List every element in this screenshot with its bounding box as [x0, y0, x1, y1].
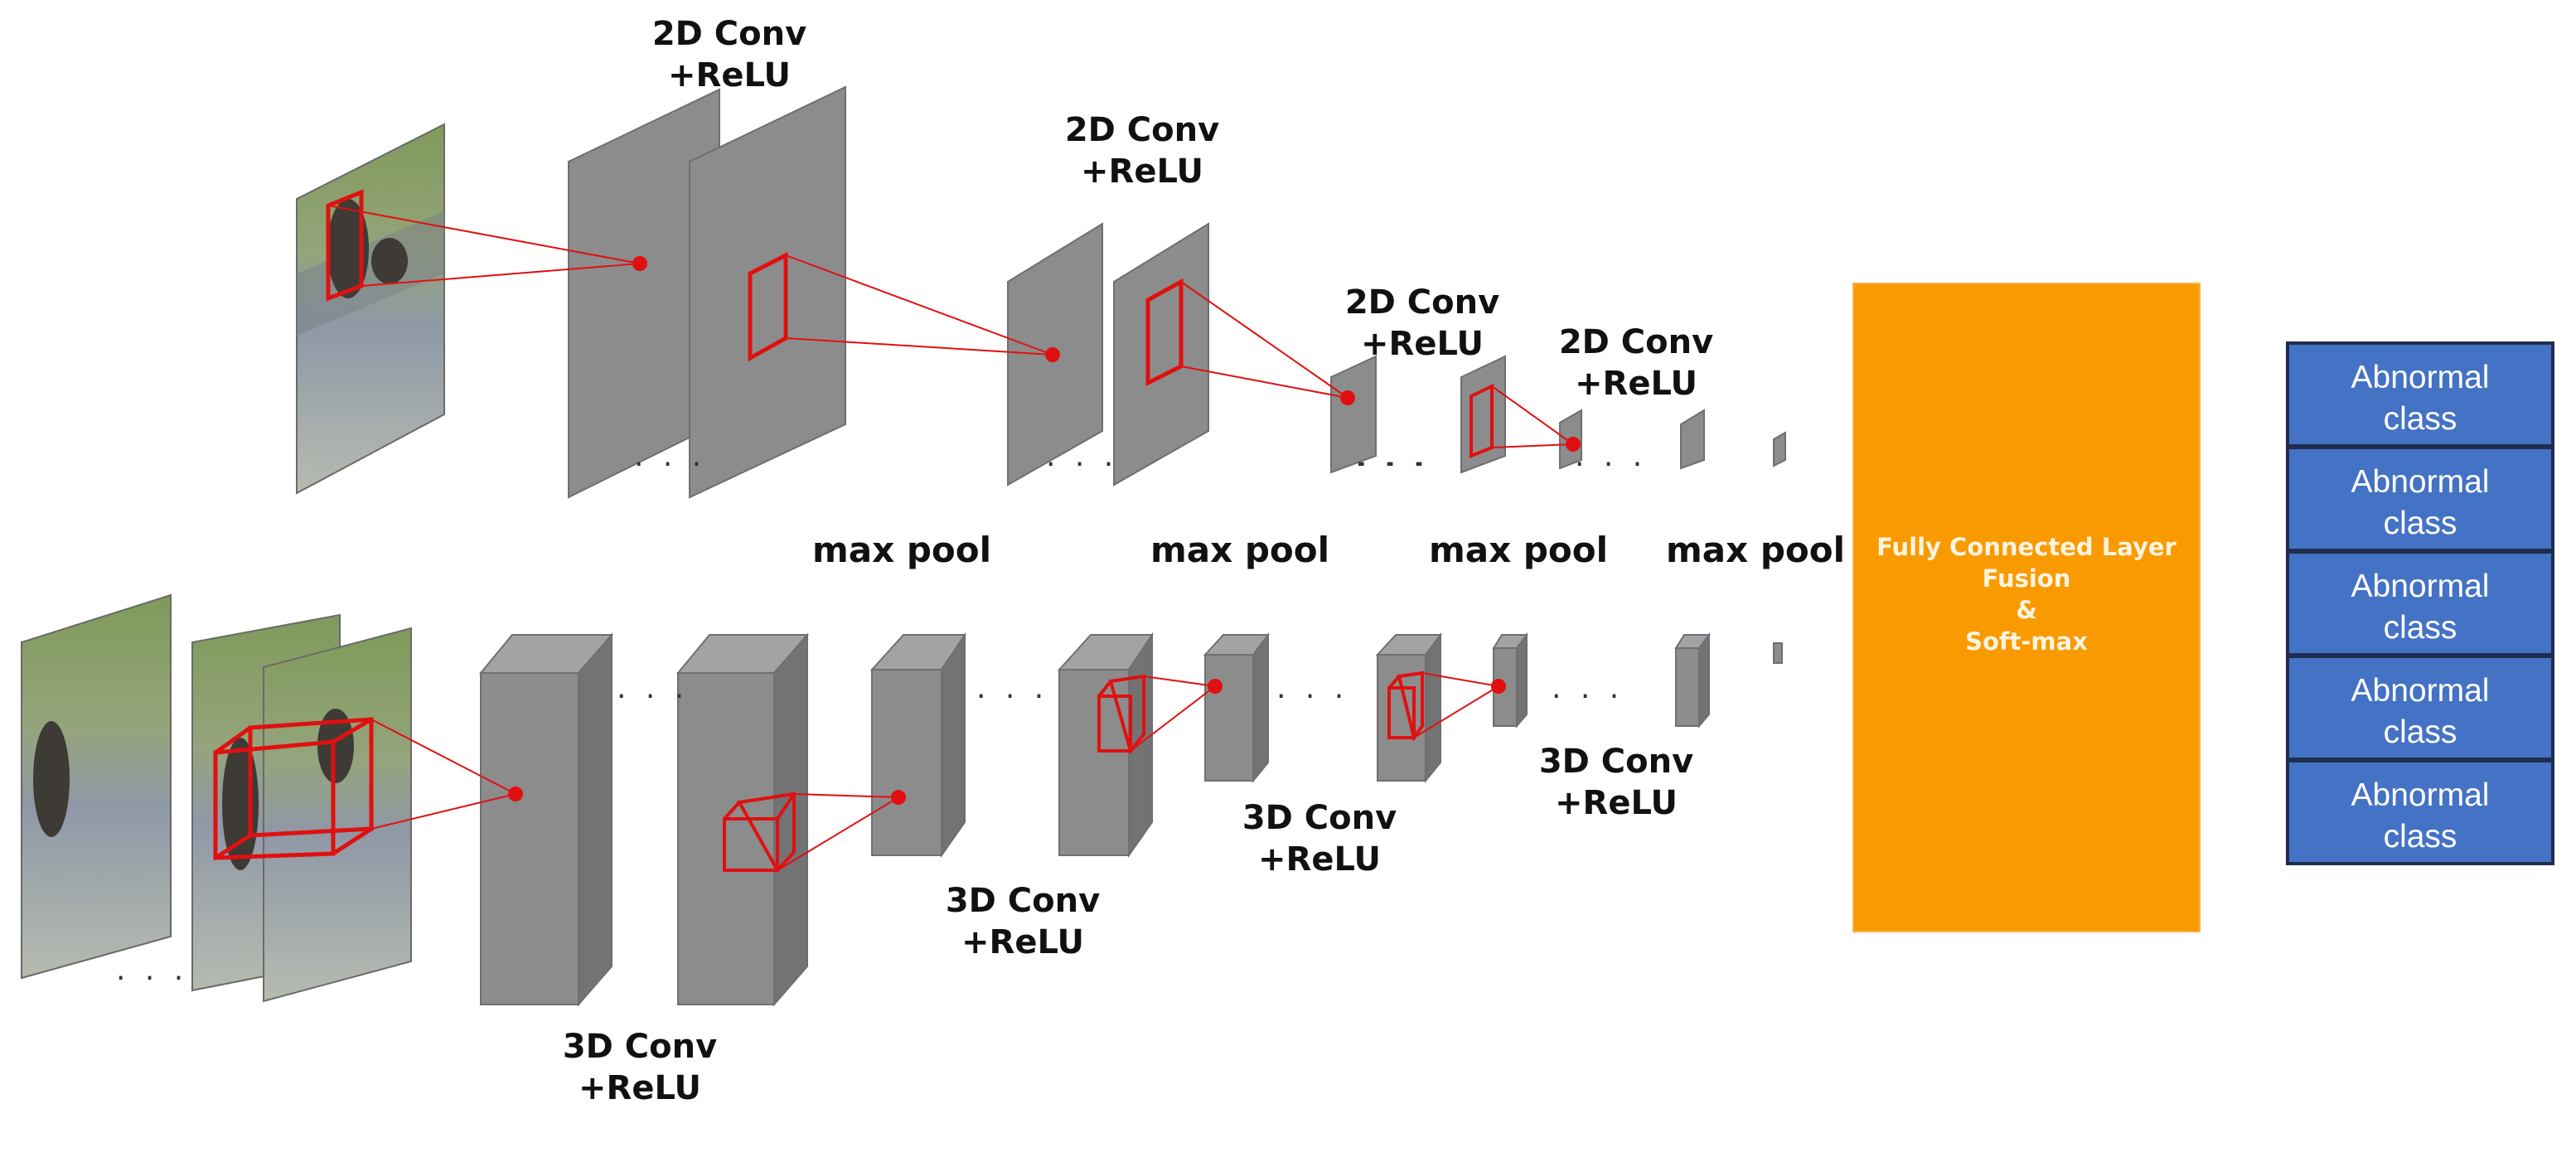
feature-maps-2d-stage3 — [1330, 355, 1506, 474]
svg-text:Abnormal: Abnormal — [2351, 673, 2490, 709]
ellipsis-top-2: · · · — [1046, 448, 1118, 482]
label-3d-conv-1: 3D Conv +ReLU — [563, 1028, 717, 1107]
svg-text:class: class — [2384, 506, 2457, 541]
svg-text:class: class — [2384, 401, 2457, 437]
label-3d-conv-4: 3D Conv +ReLU — [1539, 743, 1693, 822]
svg-text:Abnormal: Abnormal — [2351, 777, 2490, 813]
class-box: Abnormal class — [2286, 759, 2554, 865]
label-2d-conv-4: 2D Conv +ReLU — [1559, 323, 1713, 403]
svg-text:class: class — [2384, 714, 2457, 750]
input-frames-3d — [21, 593, 412, 1003]
svg-text:class: class — [2384, 819, 2457, 854]
feature-maps-2d-stage1 — [568, 85, 846, 499]
class-box: Abnormal class — [2286, 655, 2554, 761]
class-box: Abnormal class — [2286, 550, 2554, 656]
svg-text:+ReLU: +ReLU — [1258, 840, 1381, 879]
svg-text:Fusion: Fusion — [1983, 564, 2071, 593]
svg-text:+ReLU: +ReLU — [1555, 784, 1678, 822]
svg-text:Soft-max: Soft-max — [1965, 627, 2088, 656]
fully-connected-block: Fully Connected Layer Fusion & Soft-max — [1852, 283, 2201, 932]
label-2d-conv-2: 2D Conv +ReLU — [1065, 111, 1219, 191]
ellipsis-top-3: · · · — [1355, 448, 1427, 482]
projection-points-bottom — [508, 679, 1506, 805]
ellipsis-top-4: · · · — [1358, 448, 1430, 482]
person-silhouette-icon — [327, 199, 408, 298]
svg-text:Fully Connected Layer: Fully Connected Layer — [1876, 533, 2177, 561]
ellipsis-top-1: · · · — [634, 448, 706, 482]
svg-text:3D Conv: 3D Conv — [563, 1028, 717, 1066]
svg-text:class: class — [2384, 610, 2457, 646]
label-max-pool-4: max pool — [1666, 530, 1845, 570]
svg-text:+ReLU: +ReLU — [961, 923, 1084, 961]
label-2d-conv-3: 2D Conv +ReLU — [1345, 283, 1499, 363]
svg-text:&: & — [2016, 596, 2036, 624]
ellipsis-bottom-2: · · · — [976, 680, 1048, 714]
svg-text:3D Conv: 3D Conv — [1539, 743, 1693, 781]
label-max-pool-1: max pool — [812, 530, 991, 570]
svg-text:+ReLU: +ReLU — [668, 56, 791, 94]
svg-text:2D Conv: 2D Conv — [1559, 323, 1713, 361]
ellipsis-top-5: · · · — [1575, 448, 1647, 482]
svg-text:+ReLU: +ReLU — [1081, 152, 1203, 191]
label-2d-conv-1: 2D Conv +ReLU — [652, 15, 806, 94]
svg-text:Abnormal: Abnormal — [2351, 360, 2490, 395]
svg-text:Abnormal: Abnormal — [2351, 569, 2490, 604]
projection-lines-top — [327, 205, 1574, 448]
label-3d-conv-2: 3D Conv +ReLU — [946, 882, 1100, 961]
svg-text:3D Conv: 3D Conv — [946, 882, 1100, 920]
label-max-pool-2: max pool — [1150, 530, 1329, 570]
svg-text:2D Conv: 2D Conv — [1345, 283, 1499, 322]
projection-lines-bottom — [370, 672, 1499, 871]
label-3d-conv-3: 3D Conv +ReLU — [1242, 799, 1397, 879]
projection-points-top — [632, 256, 1581, 452]
svg-text:3D Conv: 3D Conv — [1242, 799, 1397, 837]
svg-text:2D Conv: 2D Conv — [652, 15, 806, 53]
class-box: Abnormal class — [2286, 341, 2554, 448]
svg-text:Abnormal: Abnormal — [2351, 464, 2490, 500]
svg-text:2D Conv: 2D Conv — [1065, 111, 1219, 149]
svg-text:+ReLU: +ReLU — [1361, 325, 1484, 363]
svg-text:+ReLU: +ReLU — [1575, 365, 1697, 403]
ellipsis-bottom-4: · · · — [1552, 680, 1624, 714]
ellipsis-bottom-1: · · · — [617, 680, 689, 714]
class-box: Abnormal class — [2286, 446, 2554, 552]
label-max-pool-3: max pool — [1429, 530, 1608, 570]
svg-text:+ReLU: +ReLU — [579, 1069, 701, 1107]
input-frame-2d — [296, 123, 445, 495]
ellipsis-input: · · · — [116, 961, 188, 995]
ellipsis-bottom-3: · · · — [1276, 680, 1349, 714]
output-classes: Abnormal class Abnormal class Abnormal c… — [2286, 341, 2554, 865]
